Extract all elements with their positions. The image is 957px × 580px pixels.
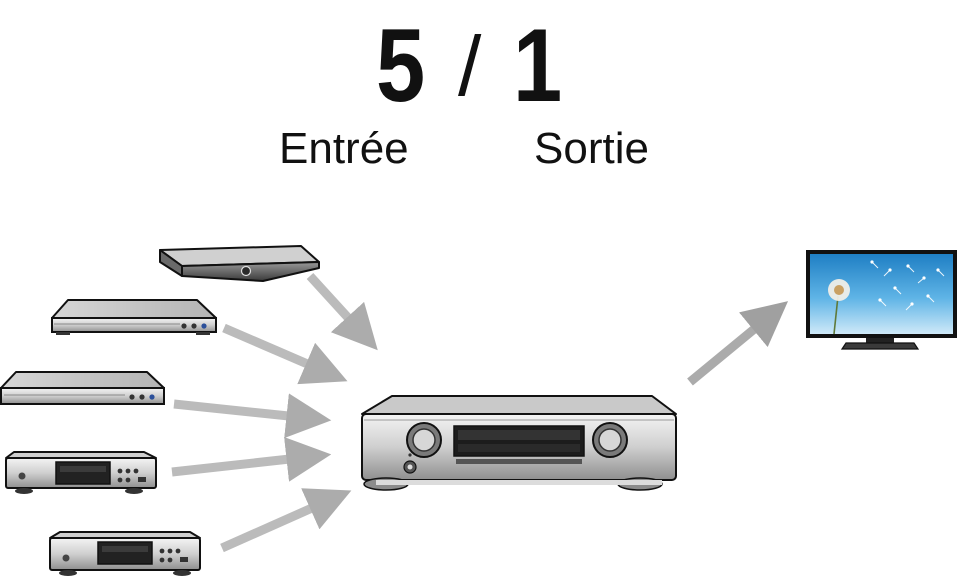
dandelion-icon: [828, 260, 945, 335]
media-streaming-box: [159, 245, 320, 282]
blu-ray-player: [51, 299, 217, 335]
cd-player-2: [49, 531, 201, 576]
input-arrows: [171, 272, 378, 553]
arrow-input-1: [306, 272, 378, 351]
television: [806, 250, 957, 350]
arrow-output: [687, 301, 789, 386]
av-receiver: [361, 395, 677, 491]
output-label: Sortie: [534, 124, 649, 173]
arrow-input-3: [173, 393, 332, 439]
arrow-input-2: [222, 323, 348, 385]
power-button-icon: [240, 265, 252, 277]
arrow-input-5: [220, 488, 352, 553]
dvd-player: [0, 371, 165, 405]
arrow-input-4: [171, 437, 332, 482]
separator: /: [458, 19, 482, 113]
cd-player-1: [5, 451, 157, 494]
output-count: 1: [513, 8, 563, 124]
input-count: 5: [376, 8, 426, 124]
input-label: Entrée: [279, 124, 409, 173]
